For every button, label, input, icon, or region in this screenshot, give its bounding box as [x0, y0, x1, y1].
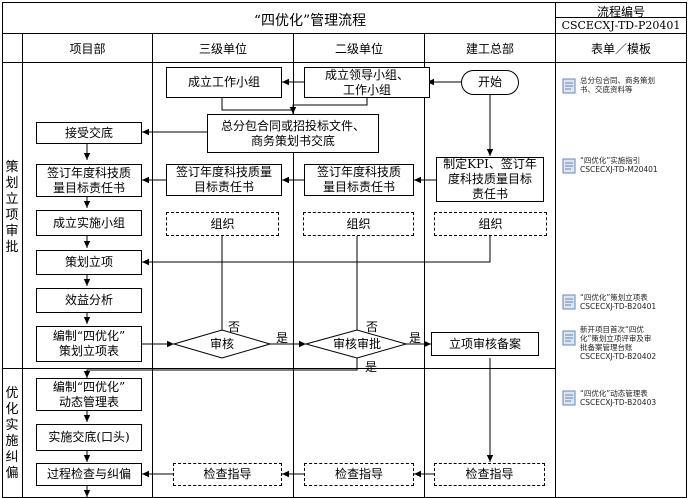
yes-label-1: 是 [276, 331, 289, 345]
guide-hq-box: 检查指导 [434, 463, 545, 486]
setup-team-box: 成立实施小组 [36, 210, 142, 236]
implement-box: 实施交底(口头) [36, 424, 142, 451]
document-icon [562, 78, 576, 94]
column-header-templates: 表单／模板 [590, 42, 651, 56]
decision-shapes [172, 70, 519, 359]
process-number-label: 流程编号 [596, 5, 645, 19]
contract-docs-box: 总分包合同或招投标文件、 商务策划书交底 [207, 114, 379, 153]
column-header-level3: 三级单位 [198, 42, 247, 56]
organize-hq-box: 组织 [434, 212, 547, 236]
column-header-hq: 建工总部 [465, 42, 514, 56]
column-header-project: 项目部 [69, 42, 106, 56]
check-correct-box: 过程检查与纠偏 [36, 463, 142, 486]
connectors [83, 78, 494, 497]
receive-handover-box: 接受交底 [36, 122, 142, 144]
sign-pm-box: 签订年度科技质 量目标责任书 [36, 164, 142, 197]
benefit-analysis-box: 效益分析 [36, 288, 142, 313]
sign-l3-box: 签订年度科技质量 目标责任书 [166, 164, 282, 196]
plan-project-box: 策划立项 [36, 250, 142, 275]
phase-label-planning: 策划立项审批 [5, 160, 19, 255]
compile-dynamic-box: 编制“四优化” 动态管理表 [36, 378, 142, 411]
template-text-4: 新开项目首次“四优 化”策划立项评审及审 批备案管理台账 CSCECXJ-TD-… [580, 325, 657, 361]
approve-record-box: 立项审核备案 [431, 332, 539, 356]
document-icon [562, 330, 576, 346]
template-text-2: “四优化”实施指引 CSCECXJ-TD-M20401 [580, 156, 658, 174]
template-text-1: 总分包合同、商务策划 书、交底资料等 [580, 76, 655, 94]
work-group-box: 成立工作小组 [166, 67, 282, 98]
document-icon [562, 158, 576, 174]
organize-l2-box: 组织 [303, 212, 414, 236]
sign-l2-box: 签订年度科技质 量目标责任书 [304, 164, 414, 196]
page-title: “四优化”管理流程 [253, 13, 367, 29]
no-label-2: 否 [366, 320, 379, 334]
yes-label-3: 是 [365, 360, 378, 374]
review-l2-diamond: 审核审批 [332, 336, 381, 351]
template-text-5: “四优化”动态管理表 CSCECXJ-TD-B20403 [580, 389, 657, 407]
guide-l3-box: 检查指导 [173, 463, 282, 486]
document-icon [562, 390, 576, 406]
yes-label-2: 是 [409, 331, 422, 345]
document-icon [562, 294, 576, 310]
start-node: 开始 [477, 75, 502, 89]
process-number: CSCECXJ-TD-P20401 [561, 19, 681, 32]
compile-plan-box: 编制“四优化” 策划立项表 [36, 326, 142, 362]
review-l3-diamond: 审核 [209, 336, 234, 351]
column-header-level2: 二级单位 [334, 42, 383, 56]
organize-l3-box: 组织 [166, 212, 279, 236]
guide-l2-box: 检查指导 [304, 463, 414, 486]
template-text-3: “四优化”策划立项表 CSCECXJ-TD-B20401 [580, 293, 657, 311]
no-label-1: 否 [228, 320, 241, 334]
leader-group-box: 成立领导小组、 工作小组 [304, 67, 430, 98]
kpi-box: 制定KPI、签订年 度科技质量目标 责任书 [436, 157, 544, 202]
phase-label-implementation: 优化实施纠偏 [5, 386, 19, 481]
